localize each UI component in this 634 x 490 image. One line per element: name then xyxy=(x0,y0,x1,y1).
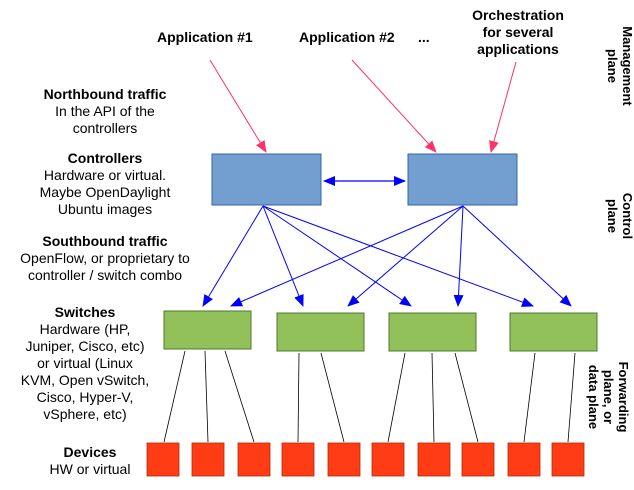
southbound-line-2: controller / switch combo xyxy=(27,267,183,283)
forwarding-plane-line-1: Forwarding xyxy=(616,361,631,433)
forwarding-plane-label: Forwarding plane, or data plane xyxy=(583,347,631,447)
orchestration-arrow xyxy=(489,61,517,153)
device xyxy=(281,442,315,477)
device xyxy=(146,442,180,477)
application-1-label: Application #1 xyxy=(157,29,253,45)
device-link xyxy=(297,352,300,443)
controllers-line-3: Ubuntu images xyxy=(57,201,153,217)
switches-line-5: Cisco, Hyper-V, xyxy=(36,389,134,405)
switches-line-4: KVM, Open vSwitch, xyxy=(20,372,150,388)
control-plane-label: Control plane xyxy=(603,181,634,251)
devices-line-1: HW or virtual xyxy=(49,461,131,477)
ellipsis-label: ... xyxy=(418,29,430,45)
device-link xyxy=(567,352,576,443)
app2-arrow xyxy=(351,59,437,153)
southbound-line xyxy=(262,205,304,307)
switch-3 xyxy=(388,312,477,352)
southbound-lines-controller-1 xyxy=(202,205,534,307)
southbound-line xyxy=(262,205,534,307)
switch-4 xyxy=(509,312,598,352)
controller-1 xyxy=(211,153,322,206)
devices-row xyxy=(146,442,585,477)
devices-title: Devices xyxy=(63,444,117,460)
forwarding-plane-line-2: plane, or xyxy=(601,369,616,425)
switches-line-6: vSphere, etc) xyxy=(43,406,127,422)
southbound-description: Southbound traffic OpenFlow, or propriet… xyxy=(2,233,208,284)
switches-title: Switches xyxy=(54,304,116,320)
orchestration-line-3: applications xyxy=(477,41,559,57)
device xyxy=(237,442,271,477)
device-link xyxy=(454,352,479,443)
southbound-line xyxy=(462,205,572,307)
southbound-line-1: OpenFlow, or proprietary to xyxy=(20,250,190,266)
device xyxy=(371,442,405,477)
device-link xyxy=(204,350,209,443)
device xyxy=(551,442,585,477)
northbound-line-2: controllers xyxy=(72,120,138,136)
switch-2 xyxy=(276,312,365,352)
controllers-line-1: Hardware or virtual. xyxy=(43,167,167,183)
app1-arrow xyxy=(209,59,267,153)
orchestration-line-2: for several xyxy=(482,24,554,40)
device xyxy=(327,442,361,477)
management-plane-label: Management plane xyxy=(603,21,634,111)
device-links xyxy=(163,350,576,443)
control-plane-line-1: Control xyxy=(620,192,634,240)
device xyxy=(417,442,451,477)
application-2-label: Application #2 xyxy=(299,29,395,45)
device-link xyxy=(387,352,406,443)
controllers-description: Controllers Hardware or virtual. Maybe O… xyxy=(20,150,190,218)
southbound-line xyxy=(262,205,412,307)
controller-2 xyxy=(407,153,518,206)
device-link xyxy=(224,350,255,443)
devices-description: Devices HW or virtual xyxy=(20,444,160,478)
southbound-lines-controller-2 xyxy=(230,205,572,307)
southbound-title: Southbound traffic xyxy=(42,233,168,249)
switches-line-2: Juniper, Cisco, etc) xyxy=(25,338,145,354)
switches-line-3: or virtual (Linux xyxy=(37,355,133,371)
device-link xyxy=(431,352,435,443)
southbound-line xyxy=(202,205,264,307)
device-link xyxy=(320,352,345,443)
device-link xyxy=(163,350,186,443)
switches-line-1: Hardware (HP, xyxy=(39,321,131,337)
switches-description: Switches Hardware (HP, Juniper, Cisco, e… xyxy=(10,304,160,423)
device xyxy=(507,442,541,477)
controllers-title: Controllers xyxy=(67,150,143,166)
forwarding-plane-line-3: data plane xyxy=(586,364,601,430)
device xyxy=(461,442,495,477)
controllers-line-2: Maybe OpenDaylight xyxy=(39,184,171,200)
management-plane-line-2: plane xyxy=(605,49,620,83)
device-link xyxy=(523,352,536,443)
southbound-line xyxy=(347,205,464,307)
management-plane-line-1: Management xyxy=(620,26,634,106)
device xyxy=(191,442,225,477)
northbound-title: Northbound traffic xyxy=(43,86,167,102)
northbound-line-1: In the API of the xyxy=(55,103,155,119)
orchestration-label: Orchestration for several applications xyxy=(464,7,572,58)
orchestration-line-1: Orchestration xyxy=(472,7,564,23)
switch-1 xyxy=(163,310,252,350)
southbound-line xyxy=(453,205,464,307)
control-plane-line-2: plane xyxy=(605,199,620,233)
northbound-description: Northbound traffic In the API of the con… xyxy=(20,86,190,137)
southbound-line xyxy=(230,205,464,307)
